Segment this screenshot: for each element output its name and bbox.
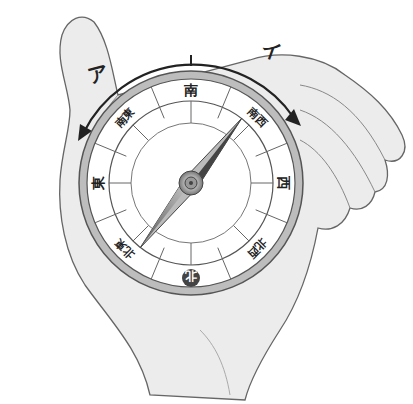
tick-line (251, 183, 273, 184)
divider-line (151, 87, 159, 107)
tick-line (115, 152, 126, 157)
tick-line (115, 210, 126, 215)
tick-line (218, 248, 223, 259)
divider-line (151, 259, 159, 279)
tick-line (160, 248, 165, 259)
tick-line (133, 125, 149, 141)
divider-line (95, 143, 115, 151)
divider-line (222, 259, 230, 279)
tick-line (160, 107, 165, 118)
divider-line (267, 143, 287, 151)
direction-label: 南 (184, 83, 198, 97)
divider-line (222, 87, 230, 107)
tick-line (218, 107, 223, 118)
divider-line (95, 214, 115, 222)
tick-line (191, 243, 192, 265)
divider-line (267, 214, 287, 222)
tick-line (191, 101, 192, 123)
direction-label: 北 (185, 270, 197, 282)
tick-line (109, 183, 131, 184)
tick-line (256, 210, 267, 215)
tick-line (233, 225, 249, 241)
tick-line (256, 152, 267, 157)
direction-label: 東 (91, 176, 105, 190)
direction-label: 西 (277, 176, 291, 190)
